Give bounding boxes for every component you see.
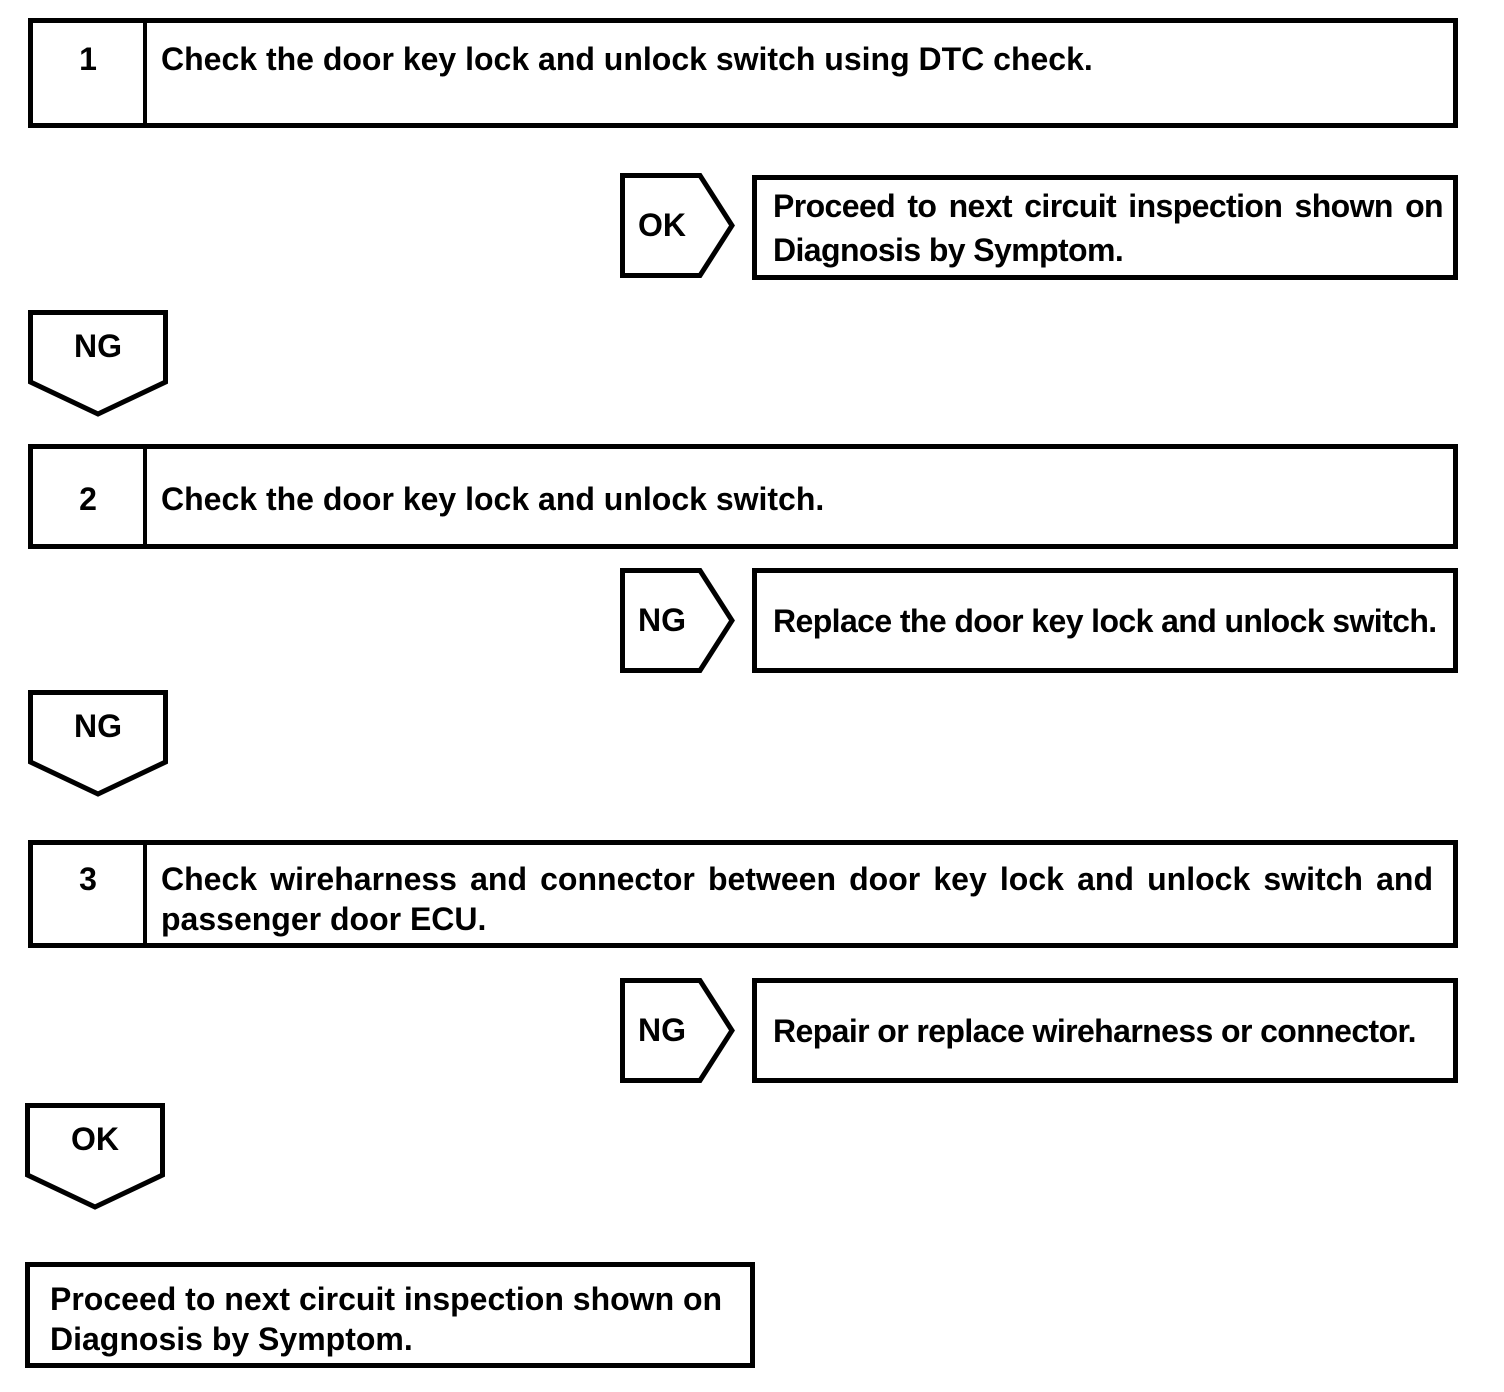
step-1-number: 1 [33, 23, 147, 123]
branch-result-text-2: Replace the door key lock and unlock swi… [773, 602, 1437, 639]
ok-label: OK [71, 1120, 119, 1157]
ng-branch-pentagon-1: NG [620, 568, 737, 673]
ng-branch-pentagon-2: NG [620, 978, 737, 1083]
right-pentagon-icon [620, 173, 735, 278]
terminal-text: Proceed to next circuit inspection shown… [50, 1281, 723, 1357]
step-box-3: 3 Check wireharness and connector betwee… [28, 840, 1458, 948]
ng-connector-arrow-1: NG [28, 310, 168, 417]
ng-label: NG [638, 1012, 686, 1048]
step-3-number: 3 [33, 845, 147, 943]
branch-result-text-3: Repair or replace wireharness or connect… [773, 1012, 1417, 1049]
branch-result-box-1: Proceed to next circuit inspection shown… [752, 175, 1458, 280]
ng-connector-arrow-2: NG [28, 690, 168, 797]
step-3-instruction: Check wireharness and connector between … [161, 861, 1433, 937]
branch-result-box-3: Repair or replace wireharness or connect… [752, 978, 1458, 1083]
down-pentagon-icon [25, 1103, 165, 1210]
branch-result-box-2: Replace the door key lock and unlock swi… [752, 568, 1458, 673]
step-2-instruction: Check the door key lock and unlock switc… [161, 481, 825, 517]
step-box-2: 2 Check the door key lock and unlock swi… [28, 444, 1458, 549]
ok-branch-pentagon: OK [620, 173, 737, 278]
ok-label: OK [638, 207, 686, 243]
branch-result-text-1: Proceed to next circuit inspection shown… [773, 187, 1444, 268]
right-pentagon-icon [620, 568, 735, 673]
ng-label: NG [74, 327, 122, 364]
ok-connector-arrow: OK [25, 1103, 165, 1210]
step-1-instruction: Check the door key lock and unlock switc… [161, 41, 1093, 77]
ng-label: NG [74, 707, 122, 744]
ng-label: NG [638, 602, 686, 638]
step-2-number: 2 [33, 449, 147, 544]
down-pentagon-icon [28, 690, 168, 797]
step-box-1: 1 Check the door key lock and unlock swi… [28, 18, 1458, 128]
terminal-box: Proceed to next circuit inspection shown… [25, 1262, 755, 1368]
down-pentagon-icon [28, 310, 168, 417]
right-pentagon-icon [620, 978, 735, 1083]
